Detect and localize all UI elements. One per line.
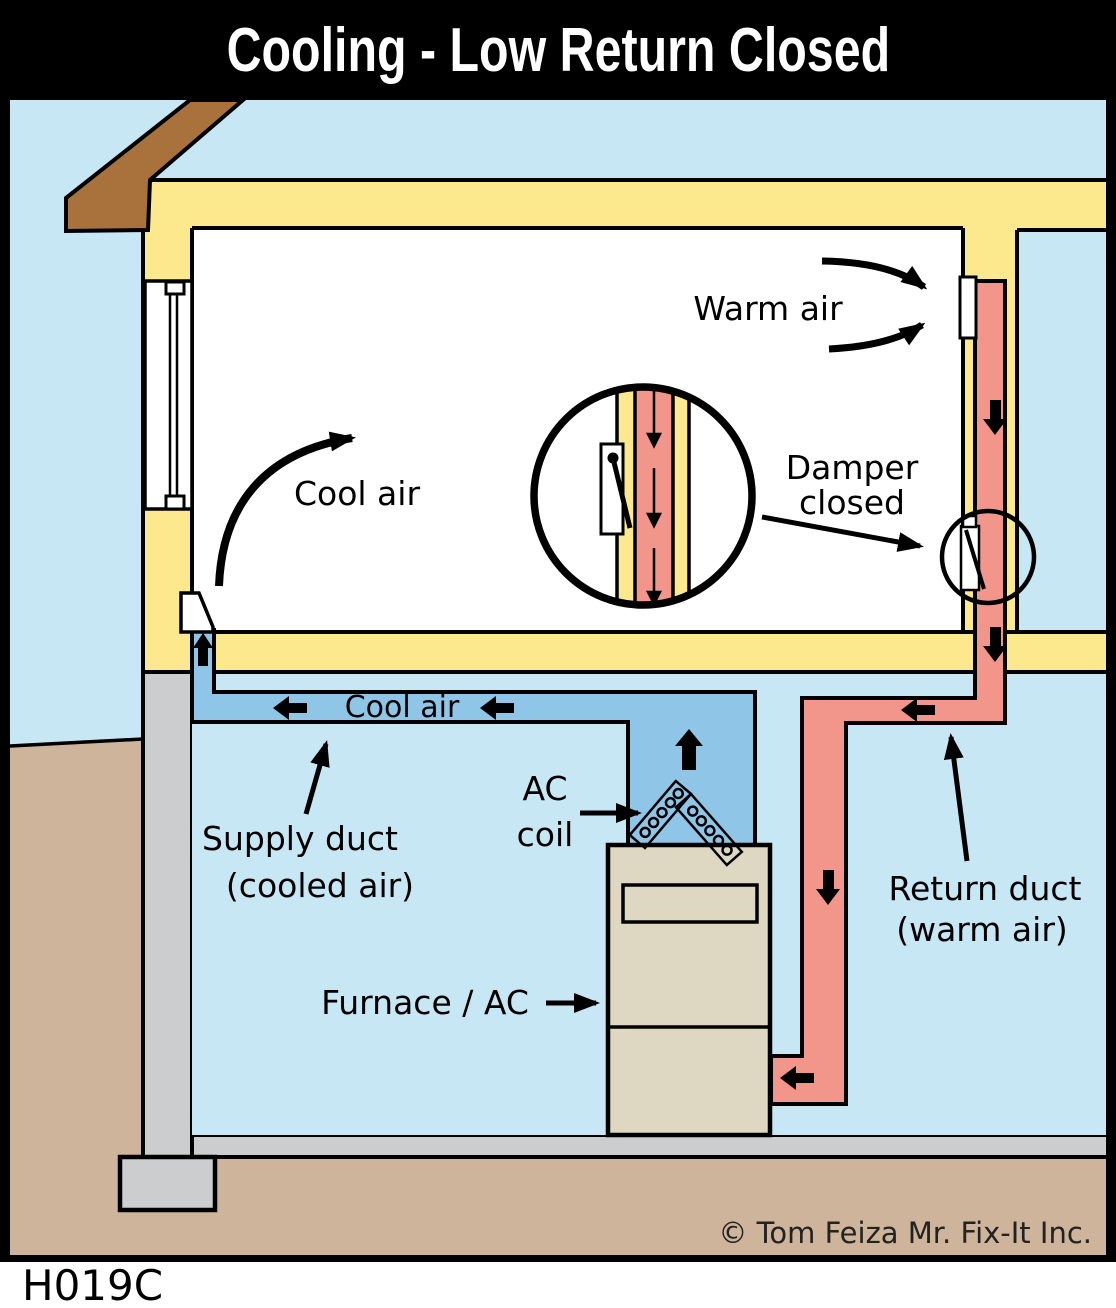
- footer-strip: [0, 1262, 1116, 1308]
- damper-closed-label-2: closed: [799, 483, 905, 522]
- magnified-damper-blade: [610, 457, 633, 529]
- window-frame: [143, 279, 194, 511]
- diagram-title: Cooling - Low Return Closed: [226, 15, 890, 85]
- magnified-wall-right: [673, 387, 689, 605]
- magnified-flow-arrows: [645, 388, 663, 607]
- furnace-panel: [621, 883, 759, 924]
- return-duct-pointer: [943, 733, 970, 862]
- supply-left-arrow-2: [480, 696, 514, 720]
- copyright-notice: © Tom Feiza Mr. Fix-It Inc.: [718, 1216, 1092, 1250]
- furnace-unit: [605, 842, 773, 1138]
- magnified-wall-left: [617, 387, 635, 605]
- return-duct-label-1: Return duct: [889, 869, 1082, 908]
- floor-band: [143, 632, 1106, 672]
- warm-air-arrow-upper: [821, 257, 928, 290]
- window-glass: [168, 294, 179, 497]
- warm-air-arrow-lower: [828, 322, 926, 353]
- supply-duct-pointer: [303, 740, 330, 815]
- window-sash-bottom: [164, 494, 186, 511]
- return-duct-label-2: (warm air): [896, 910, 1068, 949]
- damper-closed-label-1: Damper: [786, 448, 919, 487]
- roof-eave: [64, 98, 249, 234]
- foundation-wall: [143, 672, 192, 1157]
- leader-arrows: [215, 257, 970, 1013]
- foundation-footing: [117, 1154, 218, 1213]
- return-down-arrow-2: [983, 627, 1007, 662]
- return-down-arrow-1: [983, 400, 1007, 435]
- grade-line: [9, 737, 144, 748]
- cool-air-room-label: Cool air: [294, 474, 420, 513]
- return-left-arrow-2: [780, 1066, 814, 1090]
- damper-blade: [964, 529, 986, 590]
- ac-coil-right: [674, 792, 744, 867]
- ceiling-band: [143, 180, 1106, 230]
- window: [143, 279, 194, 511]
- return-down-arrow-3: [816, 870, 840, 905]
- damper-location: [939, 508, 1037, 606]
- title-bar: Cooling - Low Return Closed: [0, 0, 1116, 100]
- ac-coil-left: [628, 779, 693, 850]
- supply-duct-label-2: (cooled air): [226, 866, 414, 905]
- ac-coil-label-1: AC: [522, 769, 567, 808]
- supply-left-arrow-1: [273, 696, 307, 720]
- window-sash-top: [164, 280, 186, 296]
- damper-circle: [939, 508, 1037, 606]
- damper-magnifier: [530, 383, 756, 609]
- basement-slab: [192, 1135, 1106, 1157]
- supply-duct-label-1: Supply duct: [202, 819, 398, 858]
- ac-coil-label-2: coil: [517, 815, 574, 854]
- ac-coil: [628, 779, 744, 867]
- cool-air-duct-label: Cool air: [345, 690, 460, 725]
- return-grille: [958, 275, 978, 340]
- damper-closed-pointer: [761, 514, 924, 552]
- plenum-up-arrow: [675, 729, 703, 770]
- cool-air-up-arrow: [193, 633, 213, 666]
- cool-air-room-arrow: [215, 431, 356, 587]
- airflow-arrows: [193, 400, 1007, 1090]
- furnace-cabinet: [605, 842, 773, 1138]
- floor-register: [179, 591, 215, 634]
- figure-code: H019C: [22, 1261, 163, 1308]
- magnifier-ring: [530, 383, 756, 609]
- furnace-label: Furnace / AC: [321, 983, 529, 1022]
- warm-air-label: Warm air: [693, 289, 843, 328]
- return-left-arrow-1: [901, 698, 935, 722]
